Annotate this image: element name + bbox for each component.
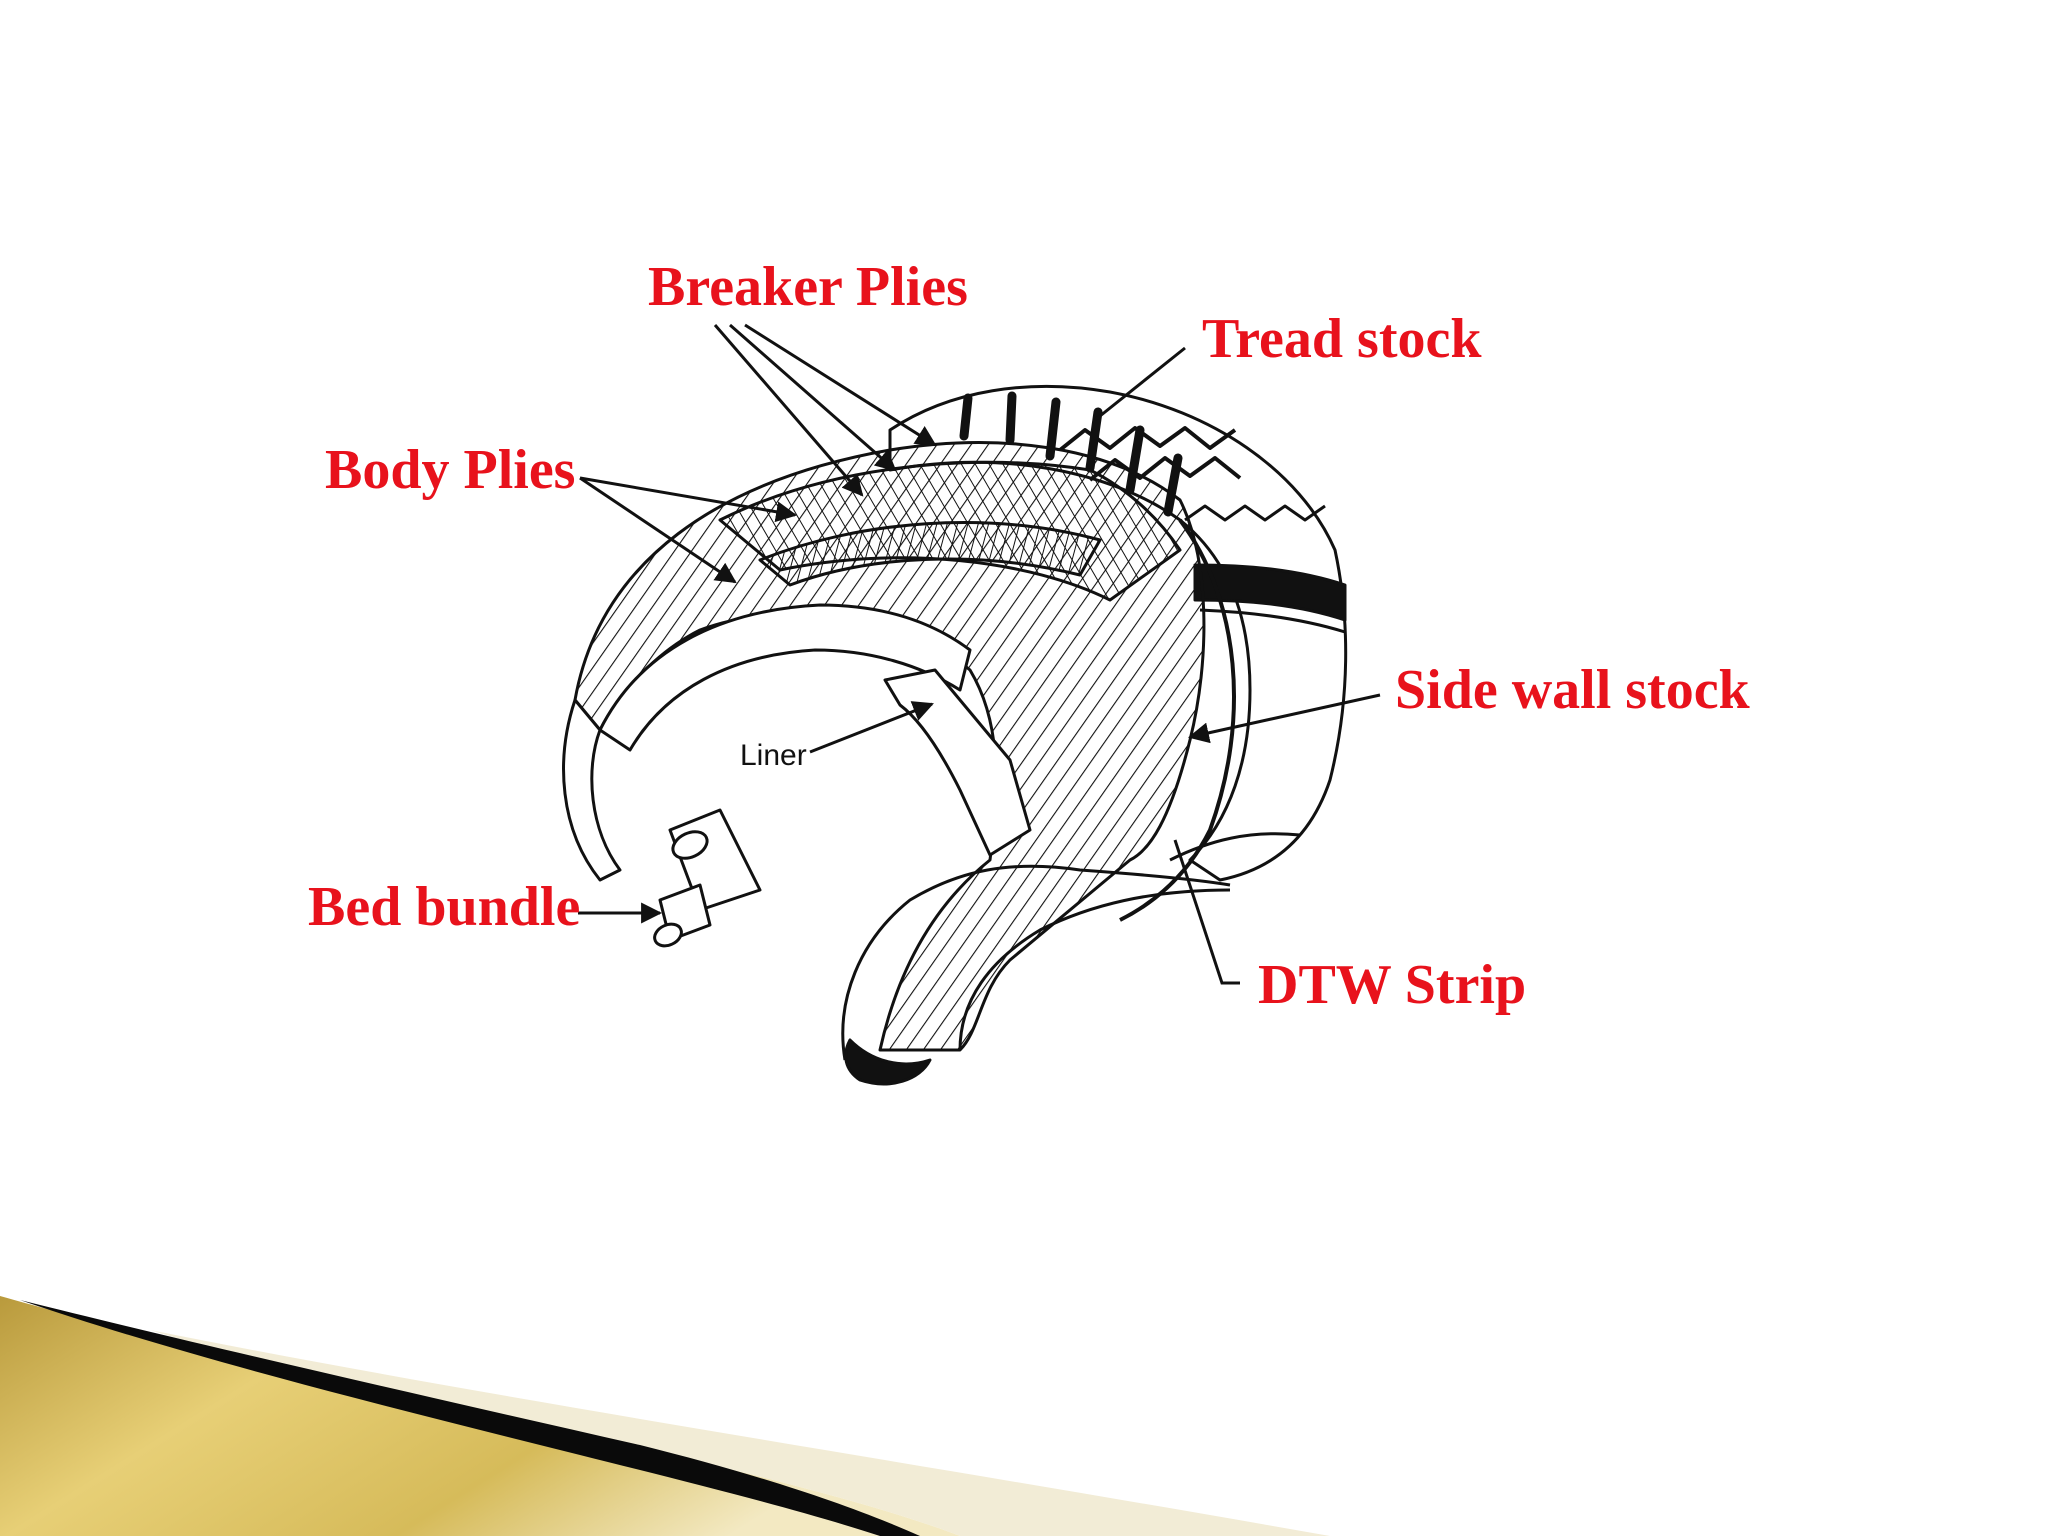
- body-plies-arrow-2: [579, 476, 737, 584]
- inner-liner-band: [598, 603, 972, 752]
- side-wall-stock-arrow: [1187, 693, 1381, 744]
- bead-left-hook: [562, 698, 622, 882]
- tire-cross-section-illustration: [562, 384, 1348, 1086]
- tread-zigzag: [1058, 426, 1237, 452]
- black-swoosh: [20, 1300, 920, 1536]
- diagram-labels: Breaker Plies Tread stock Body Plies Sid…: [308, 256, 1751, 1016]
- label-bed-bundle: Bed bundle: [308, 876, 580, 938]
- bed-bundle-cylinder: [653, 808, 762, 948]
- dtw-strip-leader: [1173, 839, 1240, 985]
- decorative-corner-swoosh: [0, 1296, 1330, 1536]
- breaker-plies-arrow-3: [744, 323, 937, 447]
- label-tread-stock: Tread stock: [1202, 308, 1482, 370]
- label-liner: Liner: [740, 739, 807, 772]
- label-dtw-strip: DTW Strip: [1258, 954, 1526, 1016]
- cream-swoosh: [150, 1330, 1330, 1536]
- sidewall-band: [1193, 563, 1347, 622]
- label-body-plies: Body Plies: [325, 439, 575, 501]
- liner-arrow: [809, 701, 934, 754]
- leader-lines: [578, 323, 1381, 985]
- label-side-wall-stock: Side wall stock: [1395, 659, 1751, 721]
- breaker-plies-arrow-1: [713, 324, 864, 497]
- label-breaker-plies: Breaker Plies: [648, 256, 968, 318]
- tread-stock-leader: [1094, 346, 1186, 422]
- breaker-plies-arrow-2: [729, 323, 897, 472]
- body-plies-arrow-1: [579, 476, 798, 523]
- bead-toe: [844, 1038, 932, 1086]
- sidewall-outer-curve: [1119, 518, 1236, 922]
